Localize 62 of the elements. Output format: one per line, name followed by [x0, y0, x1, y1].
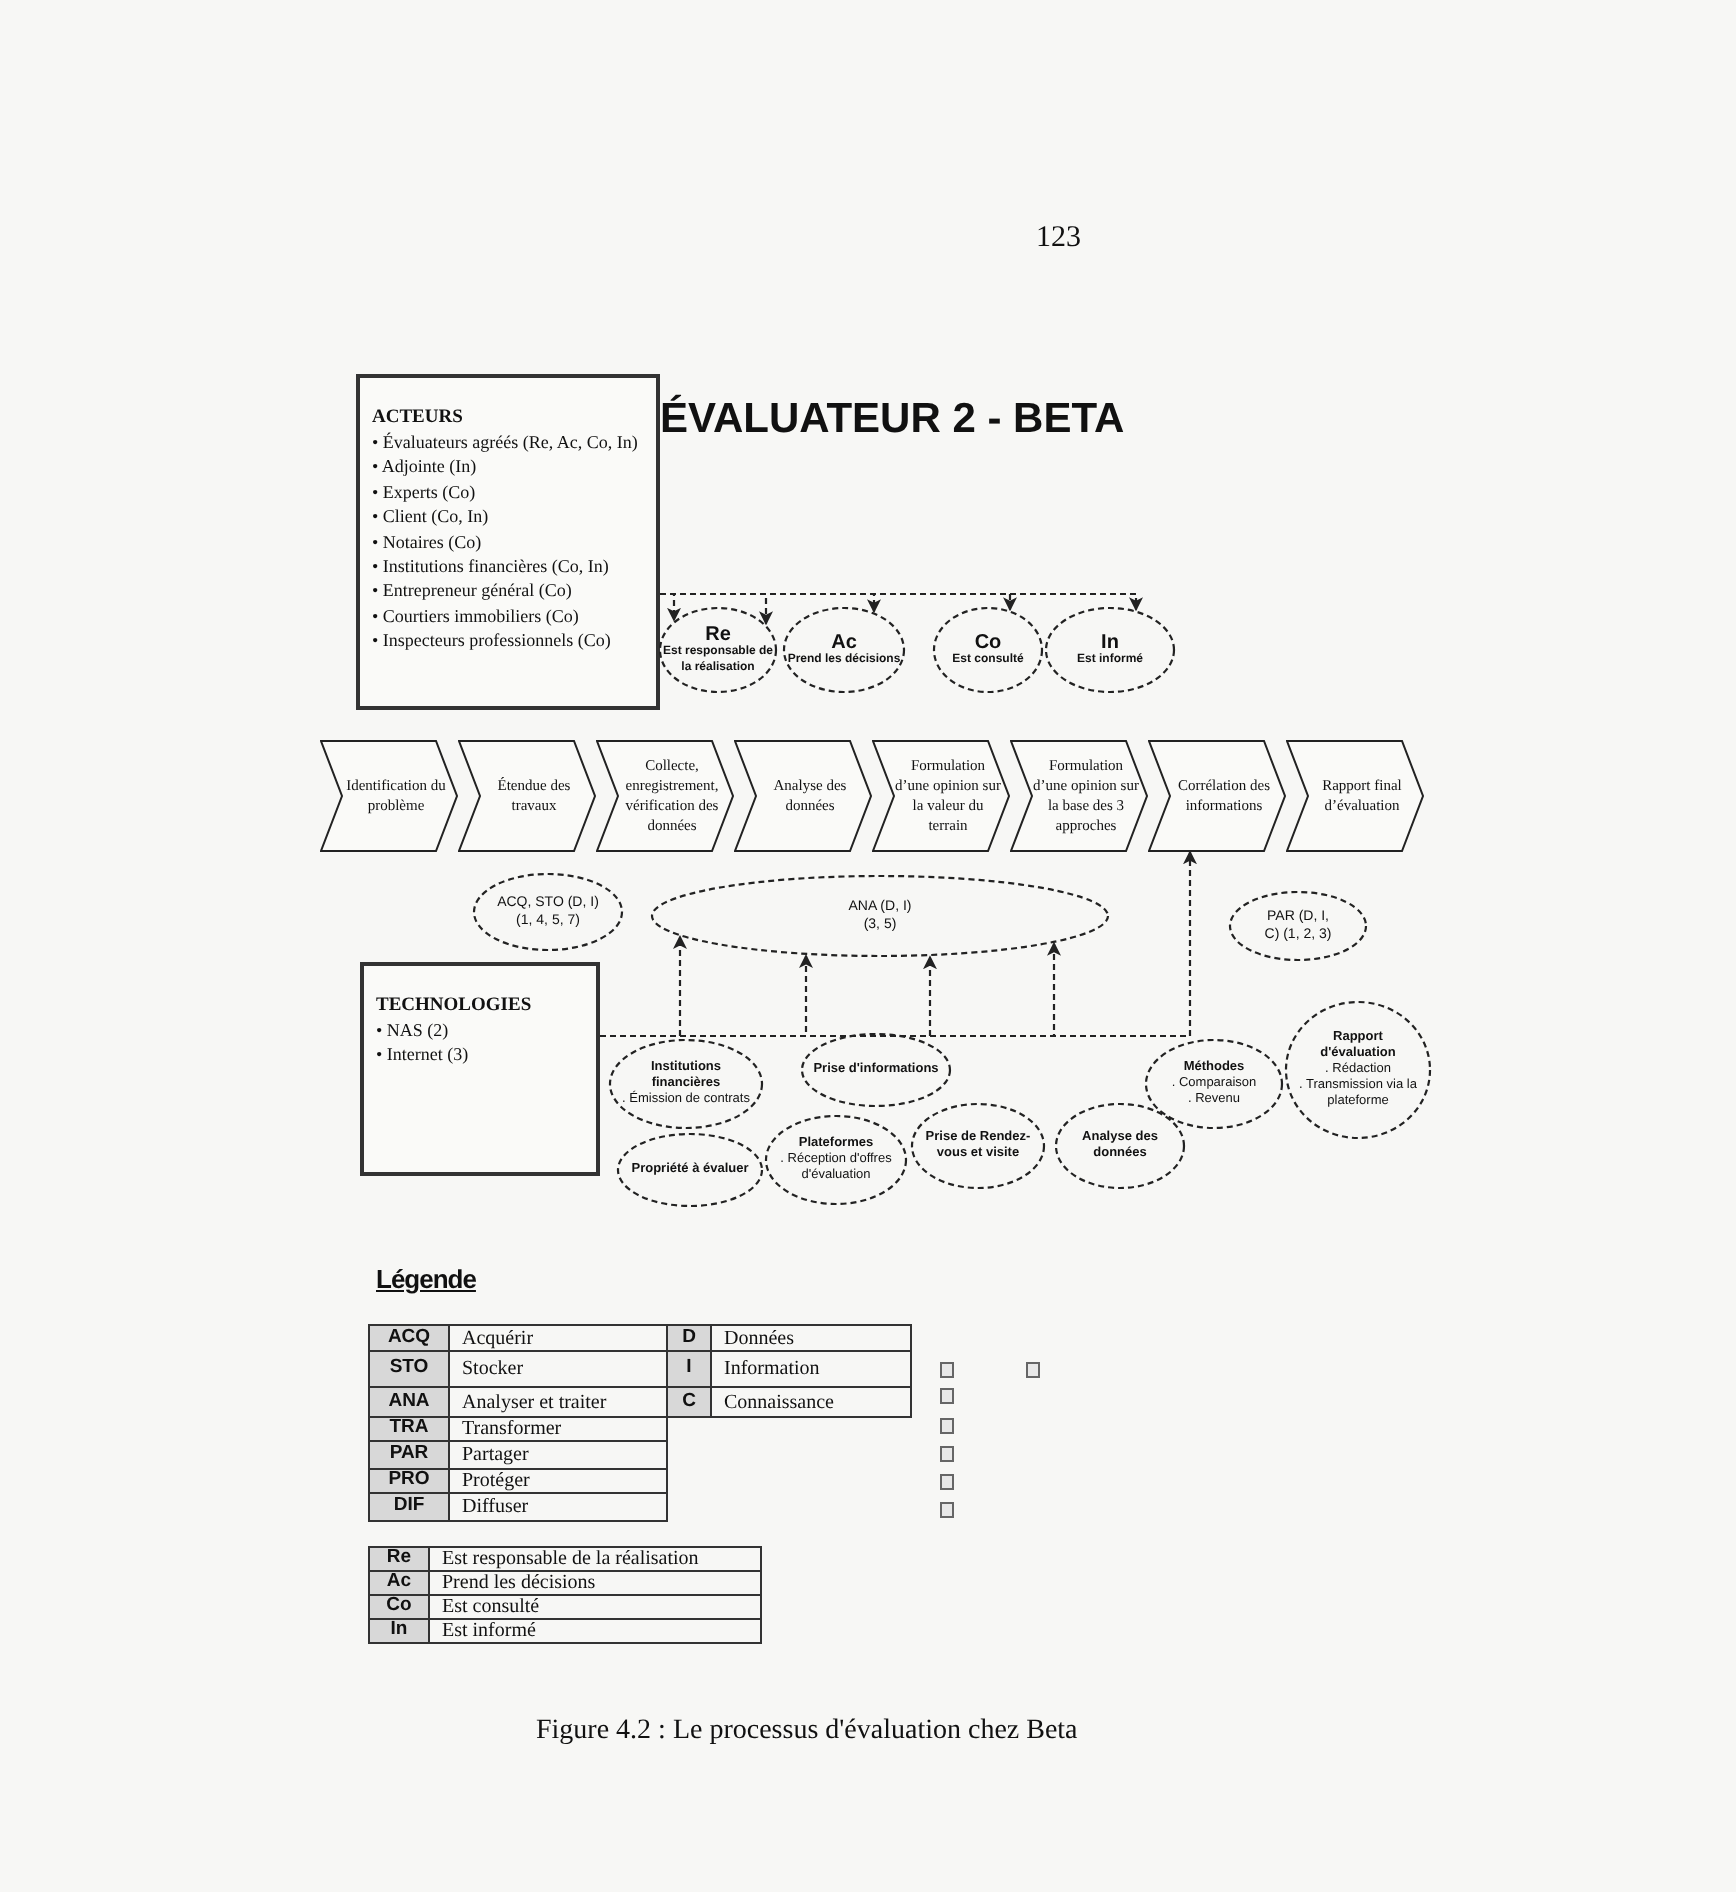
node-heading: TECHNOLOGIES: [376, 994, 532, 1018]
role-oval: [932, 606, 1044, 694]
legend-heading: Légende: [376, 1262, 476, 1298]
dashed-arrow: [660, 592, 1143, 612]
abbreviation: PRO: [368, 1468, 450, 1494]
process-step: [734, 740, 872, 852]
activity-oval: [1284, 1000, 1432, 1140]
node-text: • Évaluateurs agréés (Re, Ac, Co, In): [372, 430, 638, 455]
node-text: • Courtiers immobiliers (Co): [372, 603, 579, 629]
process-step: [320, 740, 458, 852]
activity-oval: [608, 1038, 764, 1130]
node-heading: Ac: [831, 631, 857, 654]
abbreviation: I: [666, 1350, 712, 1388]
node-heading: Re: [705, 624, 731, 646]
process-step: [1286, 740, 1424, 852]
abbreviation: C: [666, 1386, 712, 1418]
process-step: [458, 740, 596, 852]
abbreviation: ANA: [368, 1386, 450, 1418]
definition: Connaissance: [710, 1386, 912, 1418]
data-oval: [1228, 890, 1368, 962]
node-heading: Co: [974, 631, 1002, 654]
activity-oval: [800, 1032, 952, 1108]
diagram-title: ÉVALUATEUR 2 - BETA: [660, 392, 1125, 446]
activity-oval: [616, 1132, 764, 1208]
node-text: • Notaires (Co): [372, 529, 482, 555]
abbreviation: In: [368, 1618, 430, 1644]
role-oval: [1044, 606, 1176, 694]
role-oval: [782, 606, 906, 694]
activity-oval: [1144, 1038, 1284, 1130]
node-text: • Experts (Co): [372, 479, 476, 505]
abbreviation: ACQ: [368, 1324, 450, 1352]
activity-oval: [910, 1102, 1046, 1190]
node-text: • Adjointe (In): [372, 454, 477, 480]
process-step: [596, 740, 734, 852]
activity-oval: [764, 1114, 908, 1206]
process-step: [872, 740, 1010, 852]
definition: Diffuser: [448, 1492, 668, 1522]
node-heading: ACTEURS: [372, 406, 463, 430]
abbreviation: TRA: [368, 1416, 450, 1442]
list-box: [356, 374, 660, 710]
node-text: • Institutions financières (Co, In): [372, 554, 609, 579]
abbreviation: PAR: [368, 1440, 450, 1470]
activity-oval: [1054, 1102, 1186, 1190]
definition: Est informé: [428, 1618, 762, 1644]
list-box: [360, 962, 600, 1176]
data-oval: [472, 872, 624, 952]
abbreviation: DIF: [368, 1492, 450, 1522]
node-text: • Internet (3): [376, 1042, 469, 1068]
figure-caption: Figure 4.2 : Le processus d'évaluation chez Beta: [536, 1714, 1078, 1750]
node-text: • NAS (2): [376, 1018, 449, 1043]
node-text: • Inspecteurs professionnels (Co): [372, 628, 611, 654]
node-text: • Entrepreneur général (Co): [372, 578, 572, 604]
role-oval: [658, 606, 778, 694]
definition: Est responsable de la réalisation: [428, 1546, 762, 1572]
page-number: 123: [1036, 220, 1081, 258]
abbreviation: STO: [368, 1350, 450, 1388]
process-step: [1148, 740, 1286, 852]
node-heading: In: [1101, 631, 1119, 654]
data-oval: [650, 874, 1110, 958]
process-step: [1010, 740, 1148, 852]
node-text: • Client (Co, In): [372, 504, 489, 530]
definition: Données: [710, 1324, 912, 1352]
